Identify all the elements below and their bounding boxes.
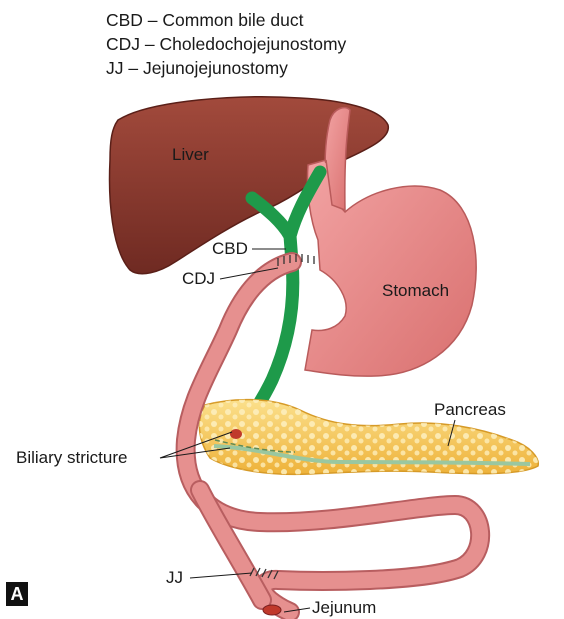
jj-label: JJ — [166, 568, 183, 587]
jejunum-lumen — [263, 605, 281, 615]
liver-label: Liver — [172, 145, 209, 164]
cbd-label: CBD — [212, 239, 248, 258]
biliary-stricture-label: Biliary stricture — [16, 448, 127, 467]
jejunum-label: Jejunum — [312, 598, 376, 617]
panel-label: A — [6, 582, 28, 606]
stomach-label: Stomach — [382, 281, 449, 300]
cdj-label: CDJ — [182, 269, 215, 288]
biliary-stricture-mark — [230, 429, 242, 439]
pancreas-label: Pancreas — [434, 400, 506, 419]
